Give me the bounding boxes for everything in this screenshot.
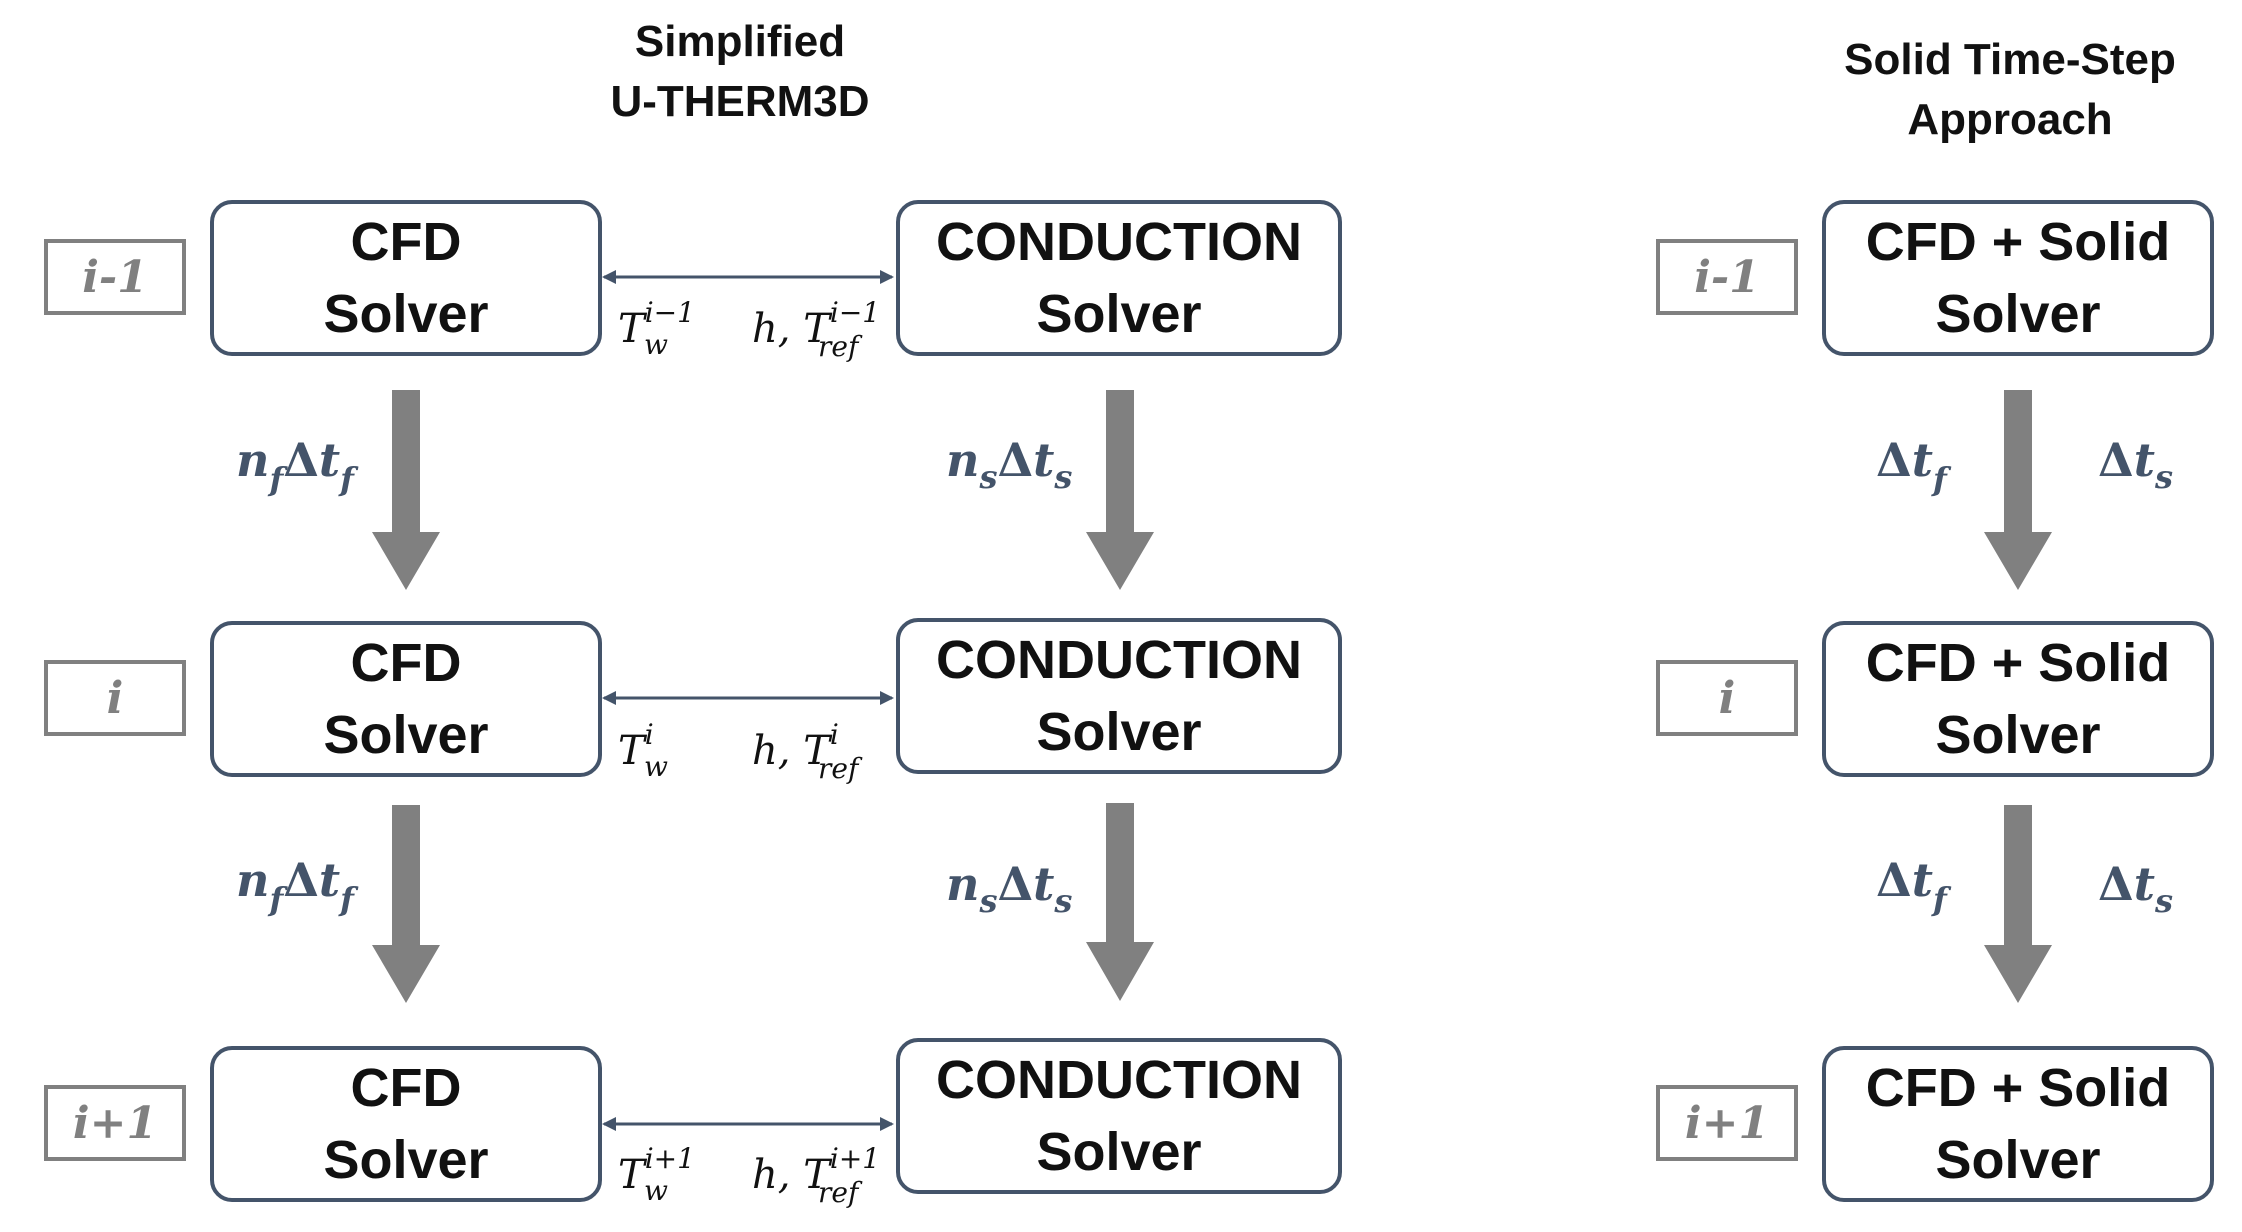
step-label-text: i <box>1718 672 1736 724</box>
conduction-step-label-1: nsΔts <box>946 433 1072 496</box>
conduction-solver-line1: CONDUCTION <box>936 212 1302 272</box>
step-label-prev-right: i-1 <box>1656 239 1798 315</box>
solid-fluid-step-label-2: Δtf <box>1876 853 1952 918</box>
conduction-solver-line2: Solver <box>1036 284 1202 344</box>
cfd-solver-line1: CFD <box>350 633 462 693</box>
cfd-solver-box-2: CFD Solver <box>210 621 602 777</box>
combined-solver-line2: Solver <box>1935 705 2101 765</box>
wall-temp-label-3: Ti+1 <box>618 1142 695 1198</box>
step-label-text: i-1 <box>1694 251 1760 303</box>
conduction-down-arrow-1 <box>1086 390 1154 590</box>
cfd-step-label-2: nfΔtf <box>236 853 359 918</box>
step-label-text: i+1 <box>1684 1097 1770 1149</box>
ref-temp-sub-3: ref <box>818 1176 863 1209</box>
step-label-current-right: i <box>1656 660 1798 736</box>
conduction-solver-line1: CONDUCTION <box>936 630 1302 690</box>
cfd-solver-line1: CFD <box>350 212 462 272</box>
ref-temp-label-3: h, Ti+1 <box>752 1142 880 1198</box>
cfd-solver-line1: CFD <box>350 1058 462 1118</box>
step-label-text: i+1 <box>72 1097 158 1149</box>
conduction-solver-line1: CONDUCTION <box>936 1050 1302 1110</box>
wall-temp-label-2: Ti <box>618 718 654 774</box>
combined-solver-line1: CFD + Solid <box>1865 212 2171 272</box>
ref-temp-label-1: h, Ti−1 <box>752 296 880 352</box>
left-title-line1: Simplified <box>634 17 846 66</box>
ref-temp-sub-1: ref <box>818 330 863 363</box>
ref-temp-label-2: h, Ti <box>752 718 839 774</box>
step-label-text: i <box>106 672 124 724</box>
step-label-current-left: i <box>44 660 186 736</box>
wall-temp-sub-3: w <box>644 1174 668 1207</box>
conduction-solver-box-1: CONDUCTION Solver <box>896 200 1342 356</box>
right-title-line1: Solid Time-Step <box>1844 35 2176 84</box>
ref-temp-sub-2: ref <box>818 752 863 785</box>
conduction-solver-line2: Solver <box>1036 702 1202 762</box>
wall-temp-sub-2: w <box>644 750 668 783</box>
solid-solid-step-label-2: Δts <box>2098 857 2173 920</box>
conduction-solver-box-2: CONDUCTION Solver <box>896 618 1342 774</box>
left-diagram-title: Simplified U-THERM3D <box>500 12 980 132</box>
solid-solid-step-label-1: Δts <box>2098 433 2173 496</box>
cfd-down-arrow-2 <box>372 805 440 1003</box>
combined-solver-line2: Solver <box>1935 1130 2101 1190</box>
right-title-line2: Approach <box>1907 95 2113 144</box>
step-label-prev-left: i-1 <box>44 239 186 315</box>
wall-temp-sub-1: w <box>644 328 668 361</box>
combined-solver-line1: CFD + Solid <box>1865 1058 2171 1118</box>
cfd-solver-box-3: CFD Solver <box>210 1046 602 1202</box>
combined-solver-line2: Solver <box>1935 284 2101 344</box>
combined-down-arrow-2 <box>1984 805 2052 1003</box>
cfd-solver-box-1: CFD Solver <box>210 200 602 356</box>
right-diagram-title-text: Solid Time-Step Approach <box>1780 30 2240 150</box>
step-label-next-left: i+1 <box>44 1085 186 1161</box>
cfd-solver-line2: Solver <box>323 284 489 344</box>
combined-solver-box-1: CFD + Solid Solver <box>1822 200 2214 356</box>
solid-fluid-step-label-1: Δtf <box>1876 433 1952 498</box>
cfd-solver-line2: Solver <box>323 1130 489 1190</box>
left-title-line2: U-THERM3D <box>610 77 870 126</box>
cfd-solver-line2: Solver <box>323 705 489 765</box>
cfd-down-arrow-1 <box>372 390 440 590</box>
combined-down-arrow-1 <box>1984 390 2052 590</box>
combined-solver-box-2: CFD + Solid Solver <box>1822 621 2214 777</box>
wall-temp-label-1: Ti−1 <box>618 296 695 352</box>
combined-solver-line1: CFD + Solid <box>1865 633 2171 693</box>
conduction-down-arrow-2 <box>1086 803 1154 1001</box>
combined-solver-box-3: CFD + Solid Solver <box>1822 1046 2214 1202</box>
step-label-text: i-1 <box>82 251 148 303</box>
conduction-solver-line2: Solver <box>1036 1122 1202 1182</box>
conduction-solver-box-3: CONDUCTION Solver <box>896 1038 1342 1194</box>
conduction-step-label-2: nsΔts <box>946 857 1072 920</box>
step-label-next-right: i+1 <box>1656 1085 1798 1161</box>
cfd-step-label-1: nfΔtf <box>236 433 359 498</box>
